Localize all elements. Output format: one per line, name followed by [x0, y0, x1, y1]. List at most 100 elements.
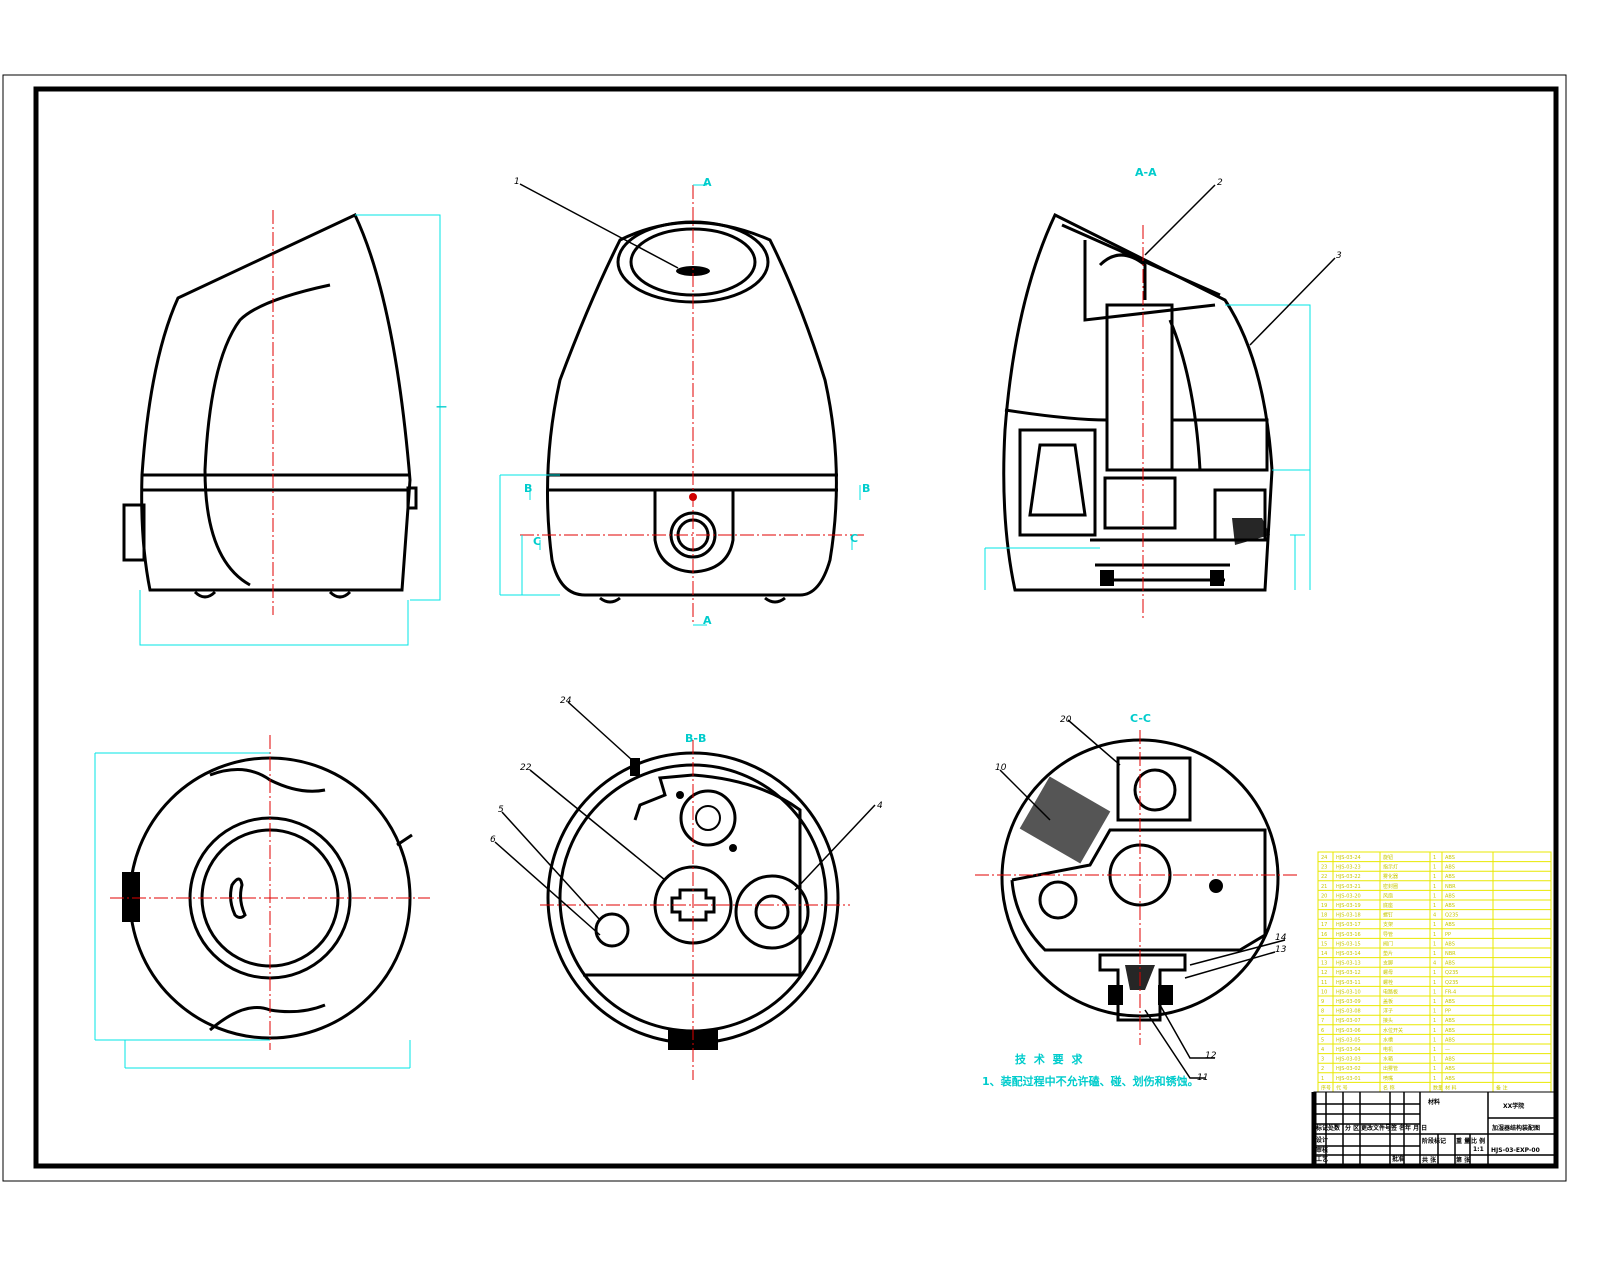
parts-list-cell: Q235: [1445, 913, 1458, 919]
parts-list-cell: 支架: [1383, 921, 1393, 928]
parts-list-cell: HJS-03-12: [1336, 970, 1361, 976]
section-marker-c-left: C: [533, 535, 541, 548]
parts-list-cell: 1: [1321, 1076, 1324, 1082]
parts-list-cell: ABS: [1445, 1028, 1455, 1034]
view-title-a-a: A-A: [1135, 166, 1157, 179]
parts-list-cell: 22: [1321, 874, 1327, 880]
front-view: A A B B C C 1: [499, 176, 870, 627]
parts-list-cell: 6: [1321, 1028, 1324, 1034]
parts-list-cell: 接头: [1383, 1017, 1393, 1024]
parts-list-cell: HJS-03-09: [1336, 999, 1361, 1005]
parts-list-cell: HJS-03-16: [1336, 932, 1361, 938]
parts-list-cell: 1: [1433, 1009, 1436, 1015]
parts-list-cell: 风扇: [1383, 892, 1393, 899]
tb-school: XX学院: [1503, 1102, 1524, 1110]
parts-list-cell: 阀门: [1383, 940, 1393, 947]
dim-height: —: [436, 400, 447, 413]
parts-list-cell: 8: [1321, 1009, 1324, 1015]
parts-list-cell: 23: [1321, 865, 1327, 871]
part-label-6: 6: [490, 835, 496, 845]
parts-list-cell: 1: [1433, 941, 1436, 947]
part-label-14: 14: [1275, 933, 1287, 943]
parts-list-cell: Q235: [1445, 980, 1458, 986]
parts-list-cell: NBR: [1445, 884, 1456, 890]
tb-material-label: 材料: [1427, 1098, 1440, 1106]
parts-list-cell: 支脚: [1383, 960, 1393, 967]
part-label-12: 12: [1205, 1051, 1217, 1061]
parts-list-cell: HJS-03-17: [1336, 922, 1361, 928]
tb-label-scale: 比 例: [1471, 1137, 1485, 1145]
parts-list-cell: 11: [1321, 980, 1327, 986]
parts-list-cell: 1: [1433, 999, 1436, 1005]
parts-list-cell: 导管: [1383, 931, 1393, 938]
parts-list-cell: ABS: [1445, 865, 1455, 871]
parts-list-cell: Q235: [1445, 970, 1458, 976]
parts-list-cell: HJS-03-08: [1336, 1009, 1361, 1015]
section-marker-b-left: B: [524, 482, 532, 495]
parts-list-cell: 4: [1433, 961, 1436, 967]
parts-list-cell: 1: [1433, 970, 1436, 976]
part-label-1: 1: [514, 177, 520, 187]
tb-label-design: 设计: [1316, 1136, 1328, 1144]
title-block: 标记 处数 分 区 更改文件号 签 名 年 月 日 设计 审核 工艺 批准 阶段…: [1311, 1091, 1555, 1165]
parts-list-cell: 24: [1321, 855, 1327, 861]
parts-list-cell: HJS-03-15: [1336, 941, 1361, 947]
parts-list-cell: 7: [1321, 1018, 1324, 1024]
parts-list-cell: ABS: [1445, 1057, 1455, 1063]
parts-list-cell: 17: [1321, 922, 1327, 928]
parts-list-cell: 1: [1433, 865, 1436, 871]
tb-scale-value: 1:1: [1473, 1146, 1484, 1153]
parts-list-cell: 2: [1321, 1066, 1324, 1072]
parts-list-cell: 14: [1321, 951, 1327, 957]
tb-drawing-title: 加湿器结构装配图: [1491, 1124, 1540, 1132]
parts-list-cell: 出雾管: [1383, 1065, 1398, 1072]
parts-list-cell: 1: [1433, 1037, 1436, 1043]
parts-list-cell: 螺钉: [1383, 912, 1393, 919]
tb-label-approve: 批准: [1392, 1155, 1404, 1163]
section-view-c-c: C-C 20 10 14 13 12 11: [975, 712, 1300, 1083]
parts-list-cell: 1: [1433, 874, 1436, 880]
tb-label-process: 工艺: [1316, 1155, 1328, 1163]
parts-list-header-cell: 数量: [1433, 1084, 1443, 1091]
parts-list-cell: 1: [1433, 1057, 1436, 1063]
parts-list-cell: HJS-03-24: [1336, 855, 1361, 861]
parts-list-cell: 指示灯: [1383, 864, 1398, 871]
tech-req-item-1: 1、装配过程中不允许磕、碰、划伤和锈蚀。: [982, 1074, 1199, 1088]
parts-list-cell: ABS: [1445, 999, 1455, 1005]
parts-list-cell: HJS-03-10: [1336, 989, 1361, 995]
parts-list-cell: 15: [1321, 941, 1327, 947]
parts-list-cell: 1: [1433, 1028, 1436, 1034]
parts-list-cell: 1: [1433, 903, 1436, 909]
parts-list-cell: 20: [1321, 893, 1327, 899]
parts-list-cell: HJS-03-05: [1336, 1037, 1361, 1043]
parts-list-cell: ABS: [1445, 874, 1455, 880]
parts-list-cell: 9: [1321, 999, 1324, 1005]
parts-list-cell: 16: [1321, 932, 1327, 938]
parts-list-cell: 1: [1433, 1047, 1436, 1053]
side-view: —: [122, 210, 447, 646]
parts-list-cell: NBR: [1445, 951, 1456, 957]
parts-list-cell: 3: [1321, 1057, 1324, 1063]
tb-label-total-sheets: 共 张: [1422, 1156, 1437, 1164]
parts-list-cell: 1: [1433, 932, 1436, 938]
parts-list-cell: 喷嘴: [1383, 1075, 1393, 1082]
tb-drawing-number: HJS-03-EXP-00: [1491, 1147, 1540, 1154]
parts-list-cell: 密封圈: [1383, 883, 1398, 890]
tb-label-date: 年 月 日: [1405, 1124, 1427, 1132]
parts-list-cell: ABS: [1445, 1018, 1455, 1024]
parts-list-cell: 螺母: [1383, 969, 1393, 976]
parts-list-cell: 1: [1433, 855, 1436, 861]
part-label-11: 11: [1197, 1073, 1208, 1083]
parts-list-cell: HJS-03-18: [1336, 913, 1361, 919]
parts-list-cell: 10: [1321, 989, 1327, 995]
parts-list-cell: ABS: [1445, 1076, 1455, 1082]
parts-list-cell: ABS: [1445, 903, 1455, 909]
parts-list-cell: ABS: [1445, 1037, 1455, 1043]
parts-list-cell: HJS-03-19: [1336, 903, 1361, 909]
part-label-5: 5: [498, 805, 504, 815]
parts-list-cell: FR-4: [1445, 989, 1456, 995]
parts-list-cell: 4: [1433, 913, 1436, 919]
parts-list-cell: 螺栓: [1383, 979, 1393, 986]
parts-list-cell: ABS: [1445, 941, 1455, 947]
section-marker-a-top: A: [703, 176, 712, 189]
